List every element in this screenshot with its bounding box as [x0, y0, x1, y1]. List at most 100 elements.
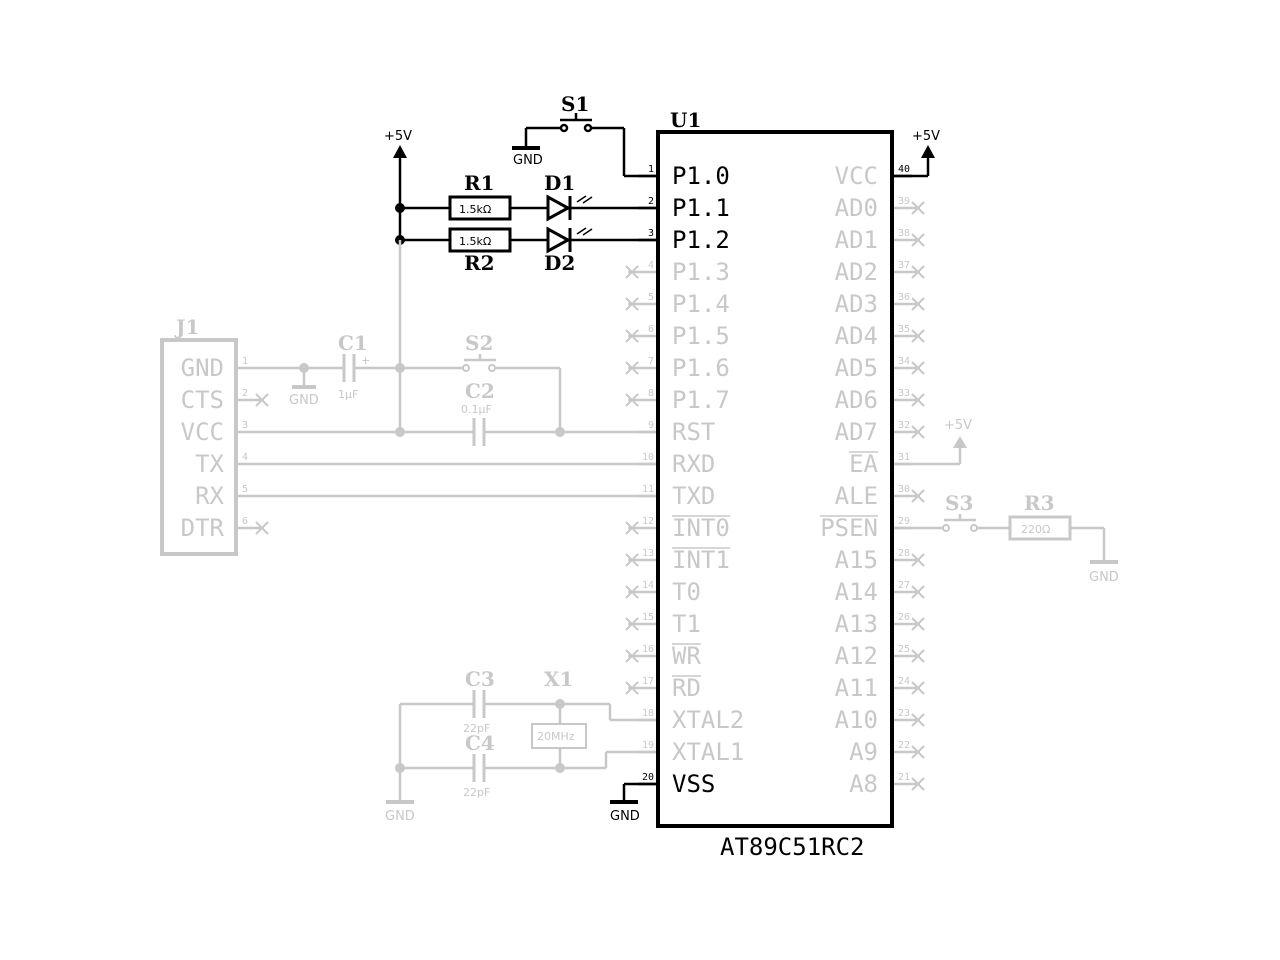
u1-pin-15-name: T1 — [672, 610, 701, 638]
d2-triangle — [546, 226, 572, 254]
u1-pin-10-name: RXD — [672, 450, 715, 478]
c2-value-label: 0.1µF — [461, 403, 492, 416]
u1-pin-27-nc-b — [911, 585, 925, 599]
d2-ref-label: D2 — [544, 251, 575, 275]
u1-pin-32-number: 32 — [898, 420, 910, 431]
r1-ref-label: R1 — [464, 171, 495, 195]
u1-pin-28-name: A15 — [835, 546, 878, 574]
u1-pin-35-nc-b — [911, 329, 925, 343]
r2-value-label: 1.5kΩ — [459, 235, 491, 248]
s2-contact-a — [462, 364, 470, 372]
j1-pin-3-name: VCC — [181, 418, 224, 446]
u1-pin-40-name: VCC — [835, 162, 878, 190]
u1-pin-9-name: RST — [672, 418, 715, 446]
d1-ref-label: D1 — [544, 171, 575, 195]
u1-pin-12-name: INT0 — [672, 514, 730, 542]
u1-pin-31-name: EA — [849, 450, 878, 478]
c1-ref-label: C1 — [338, 331, 368, 355]
c3-value-label: 22pF — [463, 722, 490, 735]
vcc-label-right: +5V — [912, 129, 940, 144]
u1-pin-26-nc-b — [911, 617, 925, 631]
u1-pin-14-number: 14 — [642, 580, 654, 591]
s1-gnd-label: GND — [513, 153, 543, 168]
vcc-label-left: +5V — [384, 129, 412, 144]
vcc-pin40-wire — [894, 156, 930, 178]
u1-pin-9-number: 9 — [648, 420, 654, 431]
u1-pin-25-name: A12 — [835, 642, 878, 670]
u1-pin-26-name: A13 — [835, 610, 878, 638]
u1-pin-11-number: 11 — [642, 484, 654, 495]
u1-ref-label: U1 — [670, 108, 701, 132]
u1-pin-23-nc-b — [911, 713, 925, 727]
u1-pin-38-nc-b — [911, 233, 925, 247]
junction-x1-top — [555, 699, 565, 709]
u1-pin-18-name: XTAL2 — [672, 706, 744, 734]
x1-ref-label: X1 — [544, 667, 573, 691]
j1-body — [160, 338, 238, 556]
junction-c1-gnd — [299, 363, 309, 373]
u1-pin-39-nc-b — [911, 201, 925, 215]
crystal-gnd-label: GND — [385, 809, 415, 824]
u1-pin-7-number: 7 — [648, 356, 654, 367]
vcc-arrow-ea — [953, 436, 967, 448]
j1-pin-2-number: 2 — [242, 388, 248, 399]
s2-ref-label: S2 — [465, 331, 493, 355]
c1-value-label: 1µF — [338, 388, 358, 401]
u1-pin-6-name: P1.5 — [672, 322, 730, 350]
u1-pin-34-nc-b — [911, 361, 925, 375]
c2-ref-label: C2 — [465, 379, 495, 403]
u1-pin-6-nc-b — [625, 329, 639, 343]
u1-pin-34-number: 34 — [898, 356, 910, 367]
junction-x1-bottom — [555, 763, 565, 773]
u1-pin-17-nc-b — [625, 681, 639, 695]
u1-pin-32-name: AD7 — [835, 418, 878, 446]
j1-pin-2-nc-b — [255, 393, 269, 407]
u1-pin-13-nc-b — [625, 553, 639, 567]
u1-pin-13-number: 13 — [642, 548, 654, 559]
vss-gnd-label: GND — [610, 809, 640, 824]
u1-pin-5-nc-b — [625, 297, 639, 311]
j1-pin-4-name: TX — [195, 450, 224, 478]
u1-pin-14-nc-b — [625, 585, 639, 599]
u1-pin-15-nc-b — [625, 617, 639, 631]
dim-wiring — [238, 240, 1118, 804]
d1-triangle — [546, 194, 572, 222]
u1-pin-14-name: T0 — [672, 578, 701, 606]
u1-pin-31-number: 31 — [898, 452, 910, 463]
u1-pin-37-name: AD2 — [835, 258, 878, 286]
j1-pin-6-nc-b — [255, 521, 269, 535]
j1-pin-4-number: 4 — [242, 452, 248, 463]
u1-pin-33-name: AD6 — [835, 386, 878, 414]
u1-pin-11-name: TXD — [672, 482, 715, 510]
j1-pin-5-number: 5 — [242, 484, 248, 495]
r3-ref-label: R3 — [1024, 491, 1055, 515]
u1-pin-20-name: VSS — [672, 770, 715, 798]
j1-pin-6-name: DTR — [181, 514, 225, 542]
c4-ref-label: C4 — [465, 731, 495, 755]
u1-pin-27-number: 27 — [898, 580, 910, 591]
junction-r1 — [395, 203, 405, 213]
j1-pin-3-number: 3 — [242, 420, 248, 431]
u1-pin-36-nc-b — [911, 297, 925, 311]
u1-pin-36-name: AD3 — [835, 290, 878, 318]
u1-pin-7-name: P1.6 — [672, 354, 730, 382]
s3-contact-a — [942, 524, 950, 532]
c4-value-label: 22pF — [463, 786, 490, 799]
j1-pin-5-name: RX — [195, 482, 224, 510]
r1-d1-branch — [400, 195, 656, 221]
u1-pin-28-number: 28 — [898, 548, 910, 559]
junction-rst — [555, 427, 565, 437]
u1-pin-3-name: P1.2 — [672, 226, 730, 254]
r3-gnd-label: GND — [1089, 570, 1119, 585]
u1-pin-4-name: P1.3 — [672, 258, 730, 286]
u1-pin-21-name: A8 — [849, 770, 878, 798]
u1-pin-16-nc-b — [625, 649, 639, 663]
u1-pin-25-nc-b — [911, 649, 925, 663]
vcc-arrow-left — [393, 145, 407, 158]
u1-pin-29-name: PSEN — [820, 514, 878, 542]
r2-ref-label: R2 — [464, 251, 495, 275]
u1-pin-6-number: 6 — [648, 324, 654, 335]
r3-value-label: 220Ω — [1021, 523, 1050, 536]
u1-pin-40-number: 40 — [898, 164, 910, 175]
